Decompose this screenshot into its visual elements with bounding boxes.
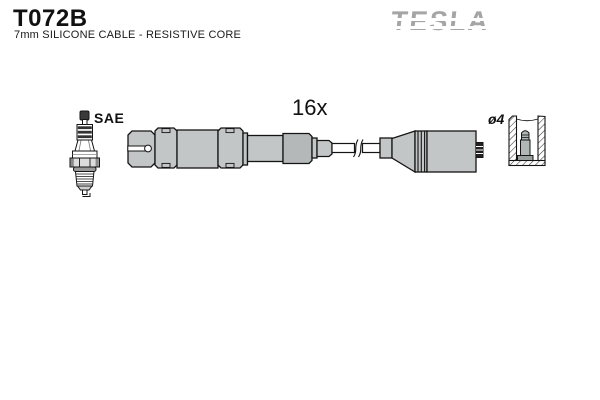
spark-plug-terminal-nut (79, 110, 90, 121)
product-description: 7mm SILICONE CABLE - RESISTIVE CORE (14, 29, 242, 41)
spark-plug-gasket (73, 166, 97, 172)
insulator-rib (77, 126, 92, 130)
connector-ring (154, 127, 178, 169)
logo-stripe (389, 26, 499, 29)
connector-slot (127, 145, 148, 152)
section-right-wall (537, 115, 546, 167)
boot-taper (391, 130, 416, 174)
spark-plug-hex-nut (69, 157, 100, 168)
ring-notch (161, 162, 171, 168)
spark-plug-center-electrode (82, 189, 88, 195)
connector-step (311, 137, 318, 159)
logo-stripe (389, 18, 499, 21)
spark-plug-terminal-neck (82, 119, 88, 125)
insulator-rib (77, 135, 92, 139)
tesla-logo: TESLA (389, 6, 499, 36)
connector-barrel (176, 129, 219, 169)
hex-shading (70, 158, 74, 167)
boot-collar (379, 137, 393, 159)
connector-step (242, 132, 249, 166)
connector-slot-pin (144, 144, 152, 153)
connector-mid-cylinder (246, 134, 284, 163)
terminal-base (517, 155, 534, 161)
section-left-wall (508, 115, 518, 167)
cable-right-segment (361, 142, 381, 154)
spark-plug-tip-taper (76, 185, 93, 191)
cable-break-mark (353, 139, 359, 158)
connector-ring (217, 127, 244, 169)
spark-plug-drawing (69, 110, 100, 197)
boot-body (426, 130, 477, 173)
quantity-label: 16x (292, 95, 328, 120)
section-bottom (508, 159, 546, 167)
cable-left-segment (331, 142, 356, 154)
terminal-diameter-label: ø4 (488, 111, 505, 127)
connector-sleeve (282, 132, 313, 165)
hex-shading (95, 158, 99, 167)
ring-notch (225, 162, 235, 168)
ring-notch (225, 128, 235, 134)
connector-nipple (316, 139, 333, 158)
part-number: T072B (13, 5, 88, 32)
ring-notch (161, 128, 171, 134)
section-top-rim (516, 118, 539, 122)
spark-plug-label: SAE (94, 110, 125, 126)
spark-plug-ground-electrode (82, 193, 91, 197)
spark-plug-insulator-cone (74, 139, 96, 152)
boot-cross-section-drawing (508, 115, 546, 167)
cable-assembly-drawing (127, 127, 484, 174)
cable-break-mark (358, 139, 364, 158)
insulator-rib (77, 130, 92, 134)
terminal-body (520, 139, 531, 156)
